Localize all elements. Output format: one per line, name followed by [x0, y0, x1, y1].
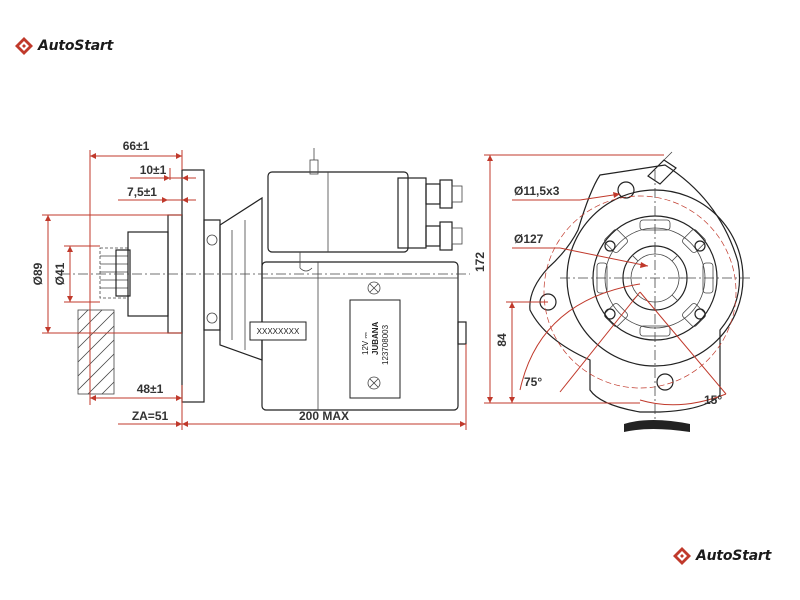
mounting-flange: [181, 169, 205, 403]
flywheel-hatch: [77, 309, 115, 395]
side-view: XXXXXXXX 12V ⎓ JUBANA 123708003: [60, 148, 470, 411]
solenoid: [267, 171, 409, 253]
dim-172: 172: [473, 252, 487, 272]
brand-name: AutoStart: [696, 548, 772, 564]
dim-angle-75: 75°: [524, 375, 542, 389]
terminal-top: [425, 179, 463, 209]
nameplate-partnumber: 123708003: [381, 324, 390, 365]
nameplate-screw-icon: [367, 281, 381, 295]
serial-label: XXXXXXXX: [257, 327, 300, 336]
rear-bearing-cap: [457, 321, 467, 345]
nameplate-screw-icon: [367, 376, 381, 390]
brand-name: AutoStart: [38, 38, 114, 54]
dim-84: 84: [495, 333, 509, 347]
dim-48: 48±1: [137, 382, 164, 396]
dim-200-max: 200 MAX: [299, 409, 349, 423]
dim-hole: Ø11,5x3: [514, 184, 560, 198]
dim-10: 10±1: [140, 163, 167, 177]
solenoid-cap: [397, 177, 427, 249]
side-dimensions: 66±1 10±1 7,5±1 Ø89 Ø41 48±1 ZA=51 200 M: [31, 139, 467, 430]
dim-za: ZA=51: [132, 409, 169, 423]
terminal-bottom: [425, 221, 463, 251]
end-flange-outline: [529, 164, 741, 413]
autostart-logo-icon: [673, 547, 691, 565]
nameplate: 12V ⎓ JUBANA 123708003: [349, 281, 401, 399]
mount-hole-top: [617, 181, 635, 199]
logo-top: AutoStart: [14, 36, 113, 56]
dim-bolt-circle: Ø127: [514, 232, 544, 246]
logo-bottom: AutoStart: [672, 546, 771, 566]
nameplate-brand: JUBANA: [371, 321, 380, 355]
end-view: [529, 151, 750, 432]
mount-hole-bottom: [656, 373, 674, 391]
pinion-gear: [99, 247, 129, 299]
dim-dia-41: Ø41: [53, 262, 67, 285]
nameplate-voltage: 12V ⎓: [361, 332, 370, 355]
dim-dia-89: Ø89: [31, 262, 45, 285]
end-terminal: [647, 159, 677, 185]
serial-label-box: [249, 321, 307, 341]
dim-7-5: 7,5±1: [127, 185, 157, 199]
dim-angle-15: 15°: [704, 393, 722, 407]
end-dimensions: 172 84 Ø11,5x3 Ø127 75° 15°: [473, 154, 727, 407]
bottom-connector: [624, 420, 690, 432]
autostart-logo-icon: [15, 37, 33, 55]
dim-66: 66±1: [123, 139, 150, 153]
